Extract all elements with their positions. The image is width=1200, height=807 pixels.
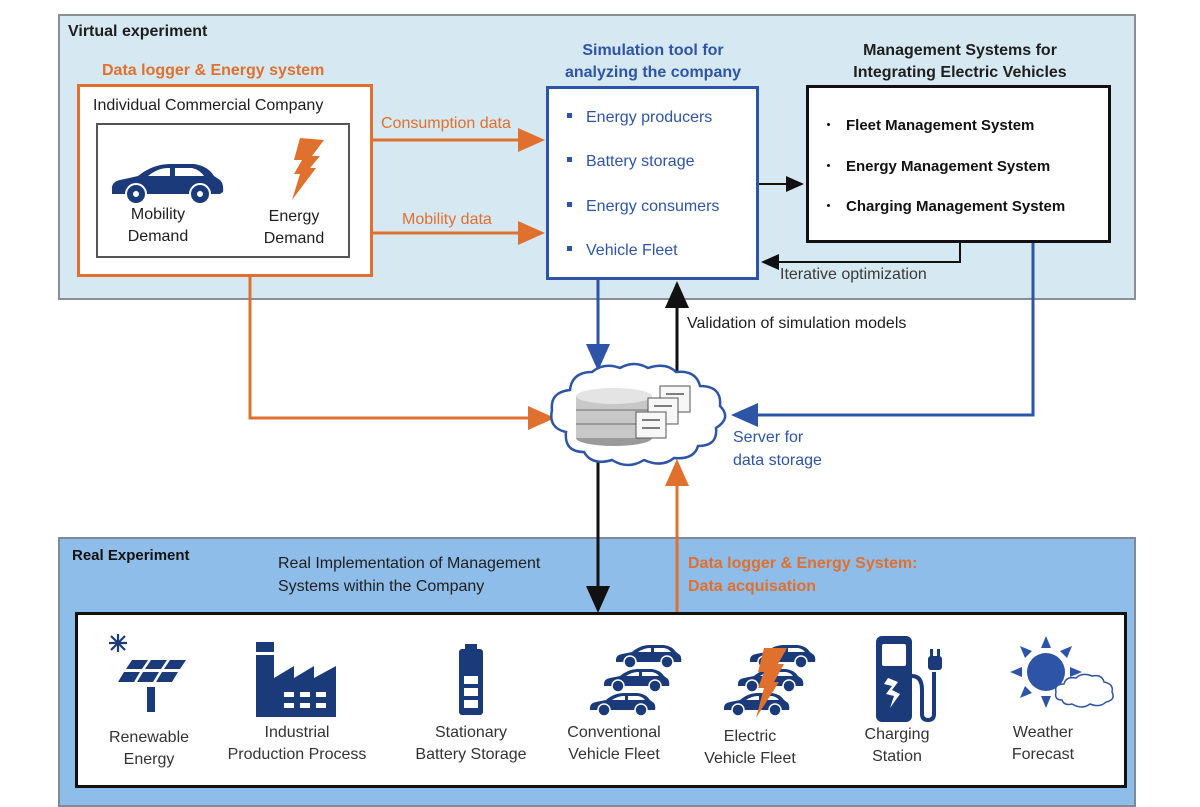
sim-item: Energy producers	[567, 109, 712, 127]
mgmt-item: Energy Management System	[827, 158, 1050, 175]
validation-label: Validation of simulation models	[687, 315, 907, 332]
sim-item: Energy consumers	[567, 198, 719, 216]
real-experiment-title: Real Experiment	[72, 547, 190, 564]
mgmt-item: Charging Management System	[827, 198, 1065, 215]
sim-item: Vehicle Fleet	[567, 242, 678, 260]
simulation-tool-title: Simulation tool for analyzing the compan…	[564, 42, 742, 81]
car-icon	[111, 164, 224, 205]
mobility-data-label: Mobility data	[402, 211, 492, 228]
acquisition-label: Data logger & Energy System: Data acquis…	[688, 555, 918, 595]
charging-station-icon	[876, 636, 942, 723]
management-systems-box: Fleet Management System Energy Managemen…	[806, 85, 1111, 243]
simulation-tool-box: Energy producers Battery storage Energy …	[546, 86, 759, 280]
data-logger-title: Data logger & Energy system	[102, 62, 325, 79]
real-components-box	[75, 612, 1127, 788]
consumption-data-label: Consumption data	[381, 115, 511, 132]
mgmt-item: Fleet Management System	[827, 117, 1034, 134]
lightning-icon	[292, 138, 324, 200]
company-title: Individual Commercial Company	[93, 97, 324, 114]
electric-car-fleet-icon	[723, 644, 817, 718]
mgmt-to-server-arrow	[731, 243, 1035, 427]
energy-demand-label: Energy Demand	[263, 208, 325, 247]
sim-item: Battery storage	[567, 153, 695, 171]
iterative-optimization-arrow	[761, 243, 961, 270]
logger-to-server-arrow	[248, 277, 555, 430]
implementation-label: Real Implementation of Management System…	[278, 555, 541, 595]
cloud-server-icon	[550, 362, 727, 467]
iterative-optimization-label: Iterative optimization	[780, 266, 927, 283]
weather-icon	[1010, 636, 1114, 708]
factory-icon	[256, 642, 336, 717]
virtual-experiment-title: Virtual experiment	[68, 23, 208, 40]
mobility-demand-label: Mobility Demand	[127, 206, 189, 245]
solar-panel-icon	[109, 634, 186, 712]
server-label: Server for data storage	[733, 429, 822, 469]
battery-icon	[459, 644, 483, 715]
management-systems-title: Management Systems for Integrating Elect…	[853, 42, 1067, 81]
